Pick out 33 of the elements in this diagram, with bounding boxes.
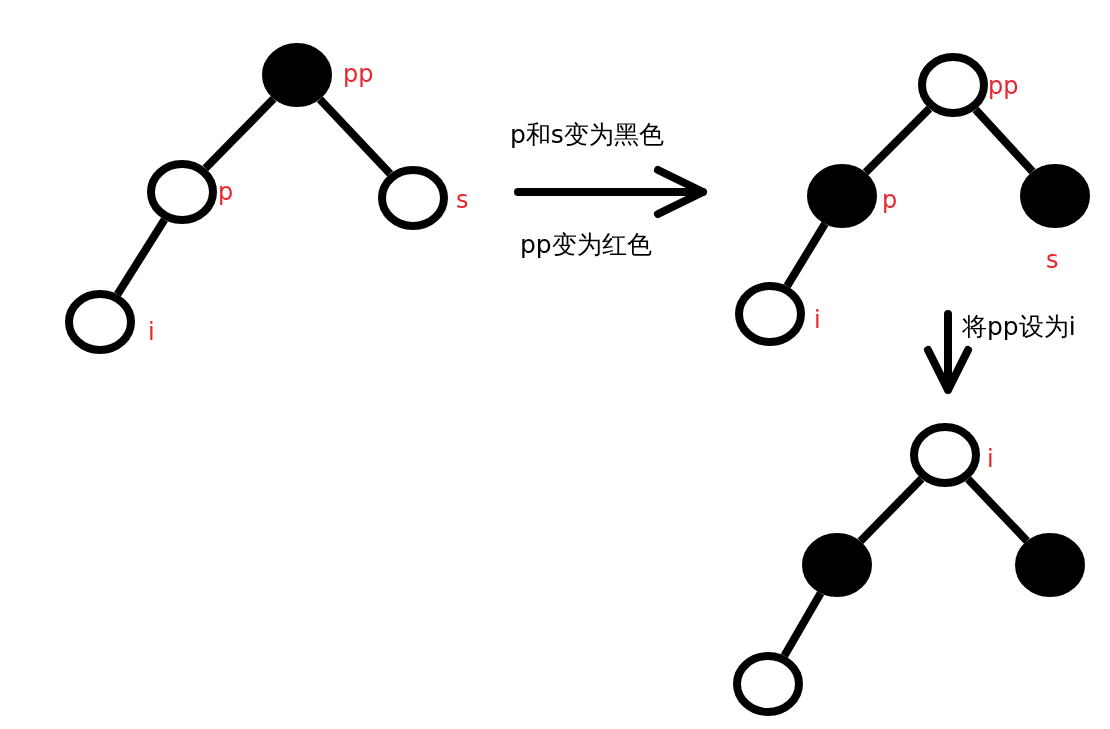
node-label: i [987,445,994,473]
tree-node-circle [65,290,135,354]
node-label: p [882,186,898,214]
tree-node-circle [147,160,217,224]
tree-node-disc [262,43,332,107]
node-label: s [456,186,469,214]
step-label: pp变为红色 [520,230,652,260]
node-label: i [814,306,821,334]
tree-node-disc [1020,164,1090,228]
node-label: p [218,178,234,206]
node-label: pp [343,60,374,88]
tree-node-circle [378,166,448,230]
node-label: pp [988,72,1019,100]
step-label: 将pp设为i [962,312,1076,342]
tree-edge [114,217,168,297]
tree-edge [780,591,825,658]
node-label: i [148,318,155,346]
tree-node-disc [807,164,877,228]
tree-edge [862,105,933,176]
tree-edge [965,476,1030,544]
tree-node-circle [918,53,988,117]
tree-edge [316,96,394,177]
tree-edge [972,106,1036,175]
step-label: p和s变为黑色 [510,120,664,150]
tree-edge [202,96,277,171]
tree-edge [783,221,829,289]
tree-node-circle [733,652,803,716]
tree-node-circle [735,282,805,346]
tree-edge [857,476,925,544]
tree-node-circle [910,423,980,487]
tree-node-disc [802,533,872,597]
node-label: s [1046,246,1059,274]
tree-node-disc [1015,533,1085,597]
